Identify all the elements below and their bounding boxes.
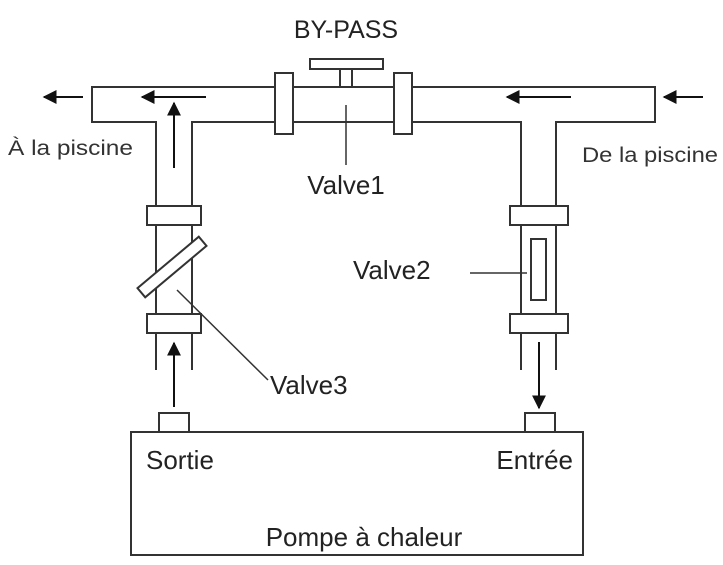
- valve2-gate[interactable]: [530, 238, 547, 301]
- valve1-left-flange: [274, 72, 294, 135]
- inlet-connector: [524, 412, 556, 433]
- heat-pump-body: [130, 431, 584, 556]
- valve1-handle-stem[interactable]: [339, 68, 353, 88]
- right-lower-flange: [509, 313, 569, 334]
- main-pipe: [91, 86, 656, 123]
- valve2-label: Valve2: [353, 255, 431, 285]
- valve1-handle-bar[interactable]: [309, 58, 384, 70]
- inlet-label: Entrée: [496, 445, 573, 475]
- from-pool-label: De la piscine: [582, 144, 718, 167]
- valve3-label: Valve3: [270, 370, 348, 400]
- outlet-connector: [158, 412, 190, 433]
- diagram-title: BY-PASS: [294, 16, 398, 44]
- outlet-label: Sortie: [146, 445, 214, 475]
- heat-pump-label: Pompe à chaleur: [266, 522, 463, 552]
- valve1-right-flange: [393, 72, 413, 135]
- valve1-label: Valve1: [307, 170, 385, 200]
- valve3-leader: [176, 289, 269, 381]
- to-pool-label: À la piscine: [8, 137, 133, 160]
- left-upper-flange: [146, 205, 202, 226]
- right-upper-flange: [509, 205, 569, 226]
- left-lower-flange: [146, 313, 202, 334]
- valve3-diagonal[interactable]: [136, 235, 208, 299]
